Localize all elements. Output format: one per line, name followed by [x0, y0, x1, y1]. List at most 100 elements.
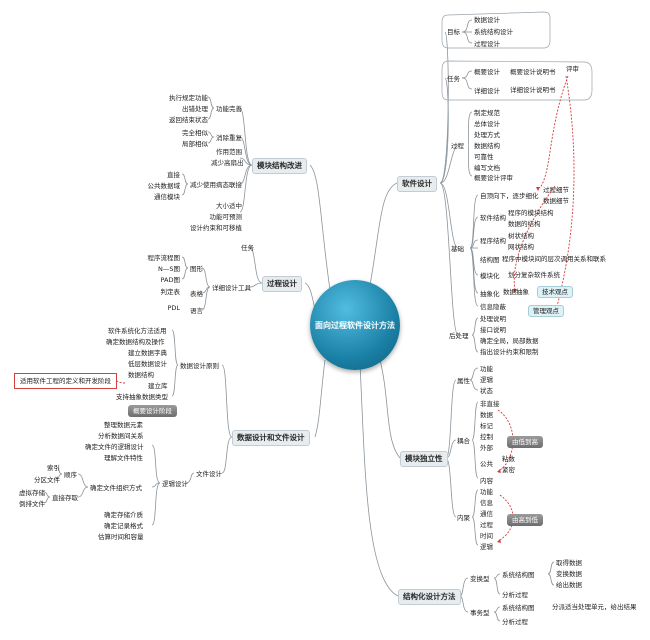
func-complete-item: 返回结束状态	[169, 116, 208, 124]
process-item: 制定规范	[474, 109, 500, 117]
org-direct-item: 倒排文件	[19, 500, 45, 508]
cohesion-item: 过程	[480, 521, 493, 529]
coupling-improve-item: 直接	[167, 171, 180, 179]
basis-info-hiding: 信息隐蔽	[480, 303, 506, 311]
goal-item: 数据设计	[474, 16, 500, 24]
dedup-label: 消除重复	[216, 134, 242, 142]
post-item: 处理说明	[480, 315, 506, 323]
basis-stepwise-item: 数据细节	[543, 197, 569, 205]
logic-design-label: 逻辑设计	[162, 480, 188, 488]
file-design-label: 文件设计	[196, 470, 222, 478]
task-review: 评审	[566, 65, 579, 73]
principle-item: 数据结构	[128, 371, 154, 379]
post-item: 指出设计约束和限制	[480, 348, 539, 356]
basis-sw-struct-item: 数据的结构	[508, 220, 541, 228]
coupling-item: 外部	[480, 444, 493, 452]
process-table: 表格	[190, 290, 203, 298]
media-item: 确定记录格式	[104, 522, 143, 530]
attr-item: 功能	[480, 365, 493, 373]
func-complete-label: 功能完善	[216, 105, 242, 113]
tech-view-tag[interactable]: 技术观点	[537, 286, 573, 298]
branch-process-design[interactable]: 过程设计	[262, 276, 302, 292]
logic-item: 确定文件的逻辑设计	[85, 443, 144, 451]
basis-struct-graph-desc: 程序中模块间的层次调用关系和联系	[502, 255, 606, 263]
task-label: 任务	[447, 75, 460, 83]
coupling-common-item: 粘数	[502, 455, 515, 463]
process-item: 数据结构	[474, 142, 500, 150]
transaction-analysis: 分析过程	[502, 618, 528, 626]
basis-stepwise-item: 过程细节	[543, 186, 569, 194]
process-label: 过程	[451, 142, 464, 150]
post-item: 接口说明	[480, 326, 506, 334]
transaction-graph-desc: 分派适当处理单元，给出结果	[552, 603, 637, 611]
dedup-item: 完全相似	[182, 129, 208, 137]
scope-label: 减少高扇出	[211, 159, 244, 167]
process-graph: 图形	[190, 265, 203, 273]
improve-misc: 设计约束和可移植	[190, 224, 242, 232]
basis-data-abstract: 数据抽象	[503, 288, 529, 296]
post-label: 后处理	[449, 332, 469, 340]
transaction-graph: 系统结构图	[502, 604, 535, 612]
org-seq-item: 索引	[47, 464, 60, 472]
transform-graph-item: 给出数据	[556, 581, 582, 589]
cohesion-item: 通信	[480, 510, 493, 518]
media-item: 确定存储介质	[104, 511, 143, 519]
goal-item: 系统结构设计	[474, 28, 513, 36]
media-item: 估算时间和容量	[98, 533, 144, 541]
logic-item: 整理数据元素	[104, 421, 143, 429]
low-to-high-tag[interactable]: 由低到高	[507, 436, 543, 448]
basis-sw-struct: 软件结构	[480, 214, 506, 222]
process-lang-item: PDL	[167, 304, 180, 312]
principle-item: 建立库	[148, 382, 168, 390]
transform-analysis: 分析过程	[502, 591, 528, 599]
mgmt-view-tag[interactable]: 管理观点	[528, 305, 564, 317]
process-item: 可靠性	[474, 153, 494, 161]
org-direct-item: 虚拟存储	[19, 489, 45, 497]
basis-modular: 模块化	[480, 272, 500, 280]
applies-stage-box[interactable]: 适用软件工程的定义和开发阶段	[14, 373, 117, 389]
transform-graph-item: 取得数据	[556, 559, 582, 567]
coupling-item: 非直接	[480, 400, 500, 408]
basis-prog-struct-item: 树状结构	[508, 232, 534, 240]
principle-item: 确定数据结构及操作	[106, 338, 165, 346]
dedup-item: 局部相似	[182, 140, 208, 148]
basis-abstraction: 抽象化	[480, 290, 500, 298]
post-item: 确定全局，局部数据	[480, 337, 539, 345]
attr-item: 逻辑	[480, 376, 493, 384]
principle-item: 软件系统化方法适用	[108, 327, 167, 335]
cohesion-label: 内聚	[457, 514, 470, 522]
cohesion-item: 信息	[480, 499, 493, 507]
branch-data-file-design[interactable]: 数据设计和文件设计	[232, 430, 310, 446]
outline-stage-tag[interactable]: 概要设计阶段	[128, 405, 177, 417]
org-label: 确定文件组织方式	[90, 484, 142, 492]
basis-struct-graph: 结构图	[480, 256, 500, 264]
org-seq: 顺序	[64, 471, 77, 479]
cohesion-item: 功能	[480, 488, 493, 496]
coupling-improve-item: 公共数据域	[147, 182, 181, 190]
attr-label: 属性	[457, 377, 470, 385]
func-complete-item: 出错处理	[182, 105, 208, 113]
process-graph-item: N—S图	[158, 265, 180, 273]
improve-misc: 功能可预测	[209, 213, 243, 221]
coupling-improve-item: 通信模块	[154, 193, 180, 201]
coupling-item: 数据	[480, 411, 493, 419]
coupling-content: 内容	[480, 477, 493, 485]
basis-stepwise: 自顶向下，逐步细化	[480, 192, 539, 200]
branch-software-design[interactable]: 软件设计	[397, 176, 437, 192]
coupling-label: 耦合	[457, 437, 470, 445]
process-table-item: 判定表	[160, 288, 181, 296]
central-topic[interactable]: 面向过程软件设计方法	[310, 280, 400, 370]
branch-structured-design[interactable]: 结构化设计方法	[398, 589, 461, 605]
process-graph-item: 程序流程图	[147, 254, 181, 262]
process-item: 编写文档	[474, 164, 500, 172]
basis-prog-struct: 程序结构	[480, 237, 506, 245]
high-to-low-tag[interactable]: 由高到低	[507, 514, 543, 526]
basis-prog-struct-item: 网状结构	[508, 243, 534, 251]
transform-graph: 系统结构图	[502, 571, 535, 579]
task-outline-doc: 概要设计说明书	[510, 68, 556, 76]
branch-module-independence[interactable]: 模块独立性	[400, 451, 448, 467]
coupling-common-item: 紧密	[502, 466, 515, 474]
branch-module-improve[interactable]: 模块结构改进	[252, 158, 307, 174]
goal-item: 过程设计	[474, 40, 500, 48]
